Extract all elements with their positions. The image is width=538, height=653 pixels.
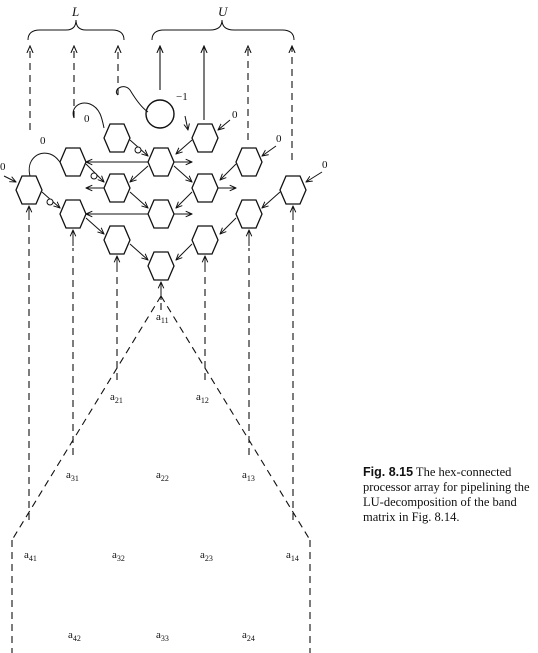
label-u: U [218, 4, 229, 19]
a11: a11 [156, 311, 169, 325]
hex-connections [41, 139, 281, 260]
matrix-labels: a11 a21 a12 a31 a22 a13 a41 a32 a23 a14 … [24, 311, 299, 643]
a41: a41 [24, 549, 37, 563]
a13: a13 [242, 469, 255, 483]
circle-processor [145, 99, 175, 129]
brace-l [27, 19, 125, 41]
caption-text: The hex-connected processor array for pi… [363, 465, 530, 524]
a12: a12 [196, 391, 209, 405]
a24: a24 [242, 629, 255, 643]
label-l: L [71, 4, 79, 19]
a14: a14 [286, 549, 299, 563]
zero-left: 0 [0, 161, 6, 173]
a31: a31 [66, 469, 79, 483]
output-arrows [30, 46, 292, 160]
input-lines [28, 222, 294, 520]
feedback-arrow [185, 115, 188, 130]
a22: a22 [156, 469, 169, 483]
input-stubs [29, 206, 293, 300]
zero-right-3: 0 [232, 109, 238, 121]
zero-right-1: 0 [322, 159, 328, 171]
small-circle-2 [90, 172, 98, 180]
a21: a21 [110, 391, 123, 405]
l-feedback-curves [28, 86, 149, 177]
brace-u [151, 19, 295, 41]
small-circle-1 [46, 198, 54, 206]
hex-grid [15, 123, 307, 281]
caption-label: Fig. 8.15 [363, 465, 414, 479]
zero-left-2: 0 [84, 113, 90, 125]
label-minus-one: −1 [176, 91, 188, 103]
a42: a42 [68, 629, 81, 643]
a23: a23 [200, 549, 213, 563]
zero-right-2: 0 [276, 133, 282, 145]
a33: a33 [156, 629, 169, 643]
zero-left-3: 0 [40, 135, 46, 147]
band-outline [11, 295, 311, 653]
a32: a32 [112, 549, 125, 563]
small-circle-3 [134, 146, 142, 154]
zero-inputs [3, 119, 323, 182]
figure-caption: Fig. 8.15 The hex-connected processor ar… [363, 465, 535, 525]
